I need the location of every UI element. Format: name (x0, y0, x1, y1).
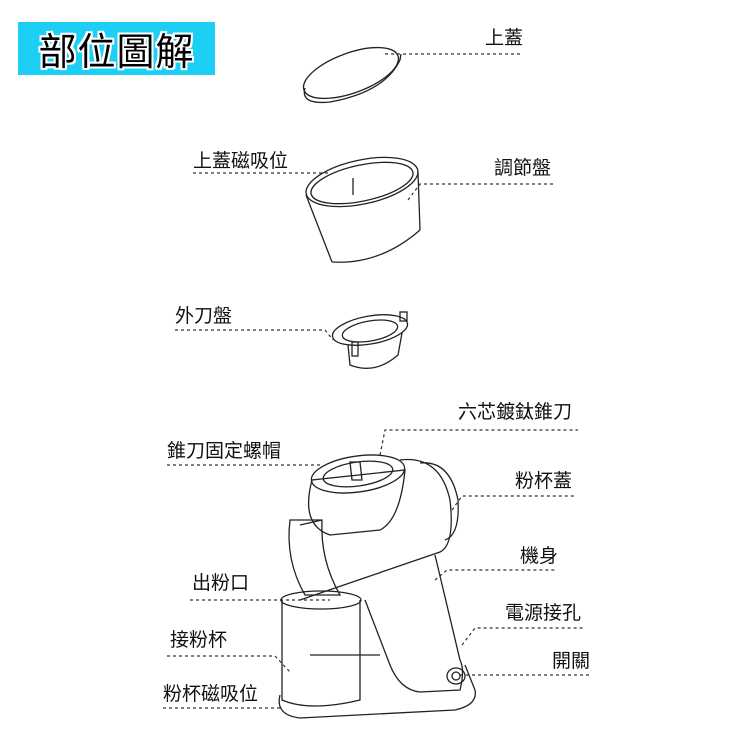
adjust-dial-drawing (305, 156, 421, 263)
outer-burr-drawing (331, 311, 409, 369)
leader-power-port (461, 627, 583, 646)
label-outlet: 出粉口 (192, 572, 250, 594)
label-lid-magnet: 上蓋磁吸位 (193, 150, 289, 172)
leader-outer-burr (175, 329, 334, 341)
label-cup-lid: 粉杯蓋 (515, 470, 573, 492)
label-power-port: 電源接孔 (505, 602, 582, 624)
label-adjust-dial: 調節盤 (494, 157, 552, 179)
label-cup-magnet: 粉杯磁吸位 (163, 683, 259, 705)
title-banner: 部位圖解 (18, 22, 215, 75)
label-catch-cup: 接粉杯 (170, 629, 228, 651)
label-body: 機身 (520, 545, 559, 567)
leader-cup-lid (451, 495, 575, 511)
label-conical-burr: 六芯鍍鈦錐刀 (458, 401, 573, 423)
label-top-lid: 上蓋 (485, 27, 524, 49)
label-switch: 開關 (552, 650, 591, 672)
catch-cup-drawing (281, 600, 361, 707)
label-outer-burr: 外刀盤 (175, 305, 233, 327)
leader-lines (163, 53, 590, 709)
label-burr-nut: 錐刀固定螺帽 (167, 440, 282, 462)
leader-body (434, 569, 557, 581)
leader-conical-burr (379, 429, 578, 456)
leader-adjust-dial (407, 183, 553, 201)
leader-catch-cup (167, 655, 291, 673)
title-text: 部位圖解 (38, 30, 195, 74)
switch-button-drawing (446, 667, 466, 685)
grinder-drawing (278, 454, 476, 719)
top-lid-drawing (302, 46, 402, 104)
